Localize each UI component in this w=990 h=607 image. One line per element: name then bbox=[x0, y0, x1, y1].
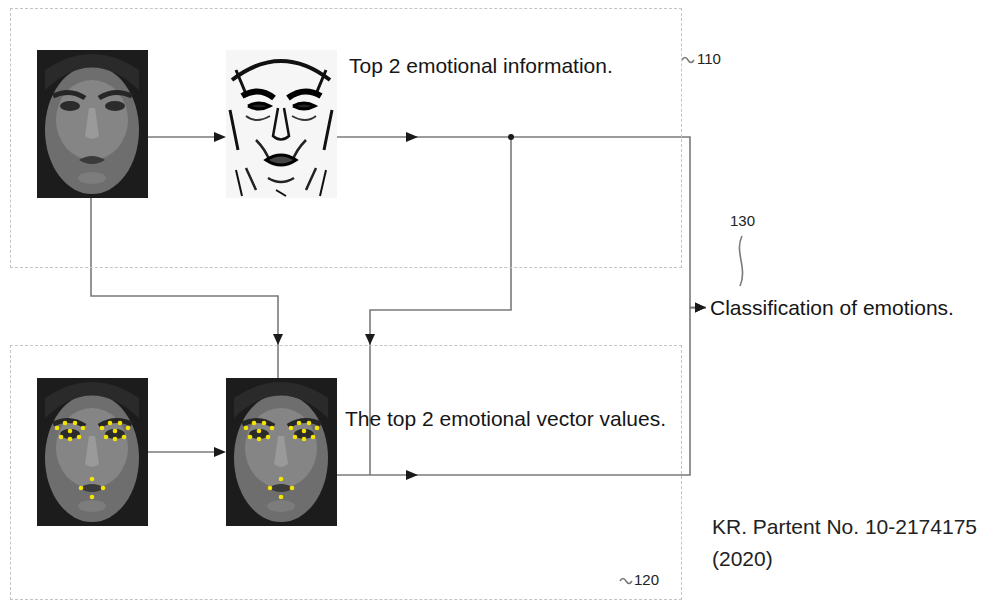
face-photo bbox=[37, 50, 148, 198]
arrowhead bbox=[365, 334, 375, 345]
arrowhead bbox=[695, 303, 706, 313]
callout-number: 120 bbox=[634, 571, 659, 589]
node-text: Classification of emotions. bbox=[710, 295, 954, 320]
node-text: Top 2 emotional information. bbox=[349, 53, 613, 78]
callout-number: 130 bbox=[730, 212, 755, 230]
arrowhead bbox=[273, 334, 283, 345]
detection-region: Top 2 emotional information. bbox=[10, 8, 682, 268]
face-texture bbox=[226, 50, 337, 198]
node-text: The top 2 emotional vector values. bbox=[345, 406, 666, 431]
connector bbox=[365, 268, 511, 345]
output-text: Classification of emotions. bbox=[706, 293, 958, 322]
landmark-region: The top 2 emotional vector values. bbox=[10, 345, 682, 600]
connector bbox=[682, 137, 706, 313]
patent-note: KR. Partent No. 10-2174175 bbox=[712, 514, 977, 539]
arrowhead bbox=[695, 303, 706, 313]
internal-wires bbox=[91, 58, 743, 584]
connector-line bbox=[370, 268, 511, 345]
connector bbox=[91, 268, 283, 345]
face-photo bbox=[226, 378, 337, 526]
callout-number: 110 bbox=[697, 50, 721, 68]
connector-line bbox=[682, 137, 706, 308]
connector bbox=[682, 303, 706, 475]
connector-line bbox=[91, 268, 278, 345]
landmark-dots bbox=[55, 421, 131, 500]
patent-note: (2020) bbox=[712, 546, 773, 571]
landmark-dots bbox=[244, 421, 320, 500]
face-photo bbox=[37, 378, 148, 526]
connector-line bbox=[682, 308, 706, 475]
